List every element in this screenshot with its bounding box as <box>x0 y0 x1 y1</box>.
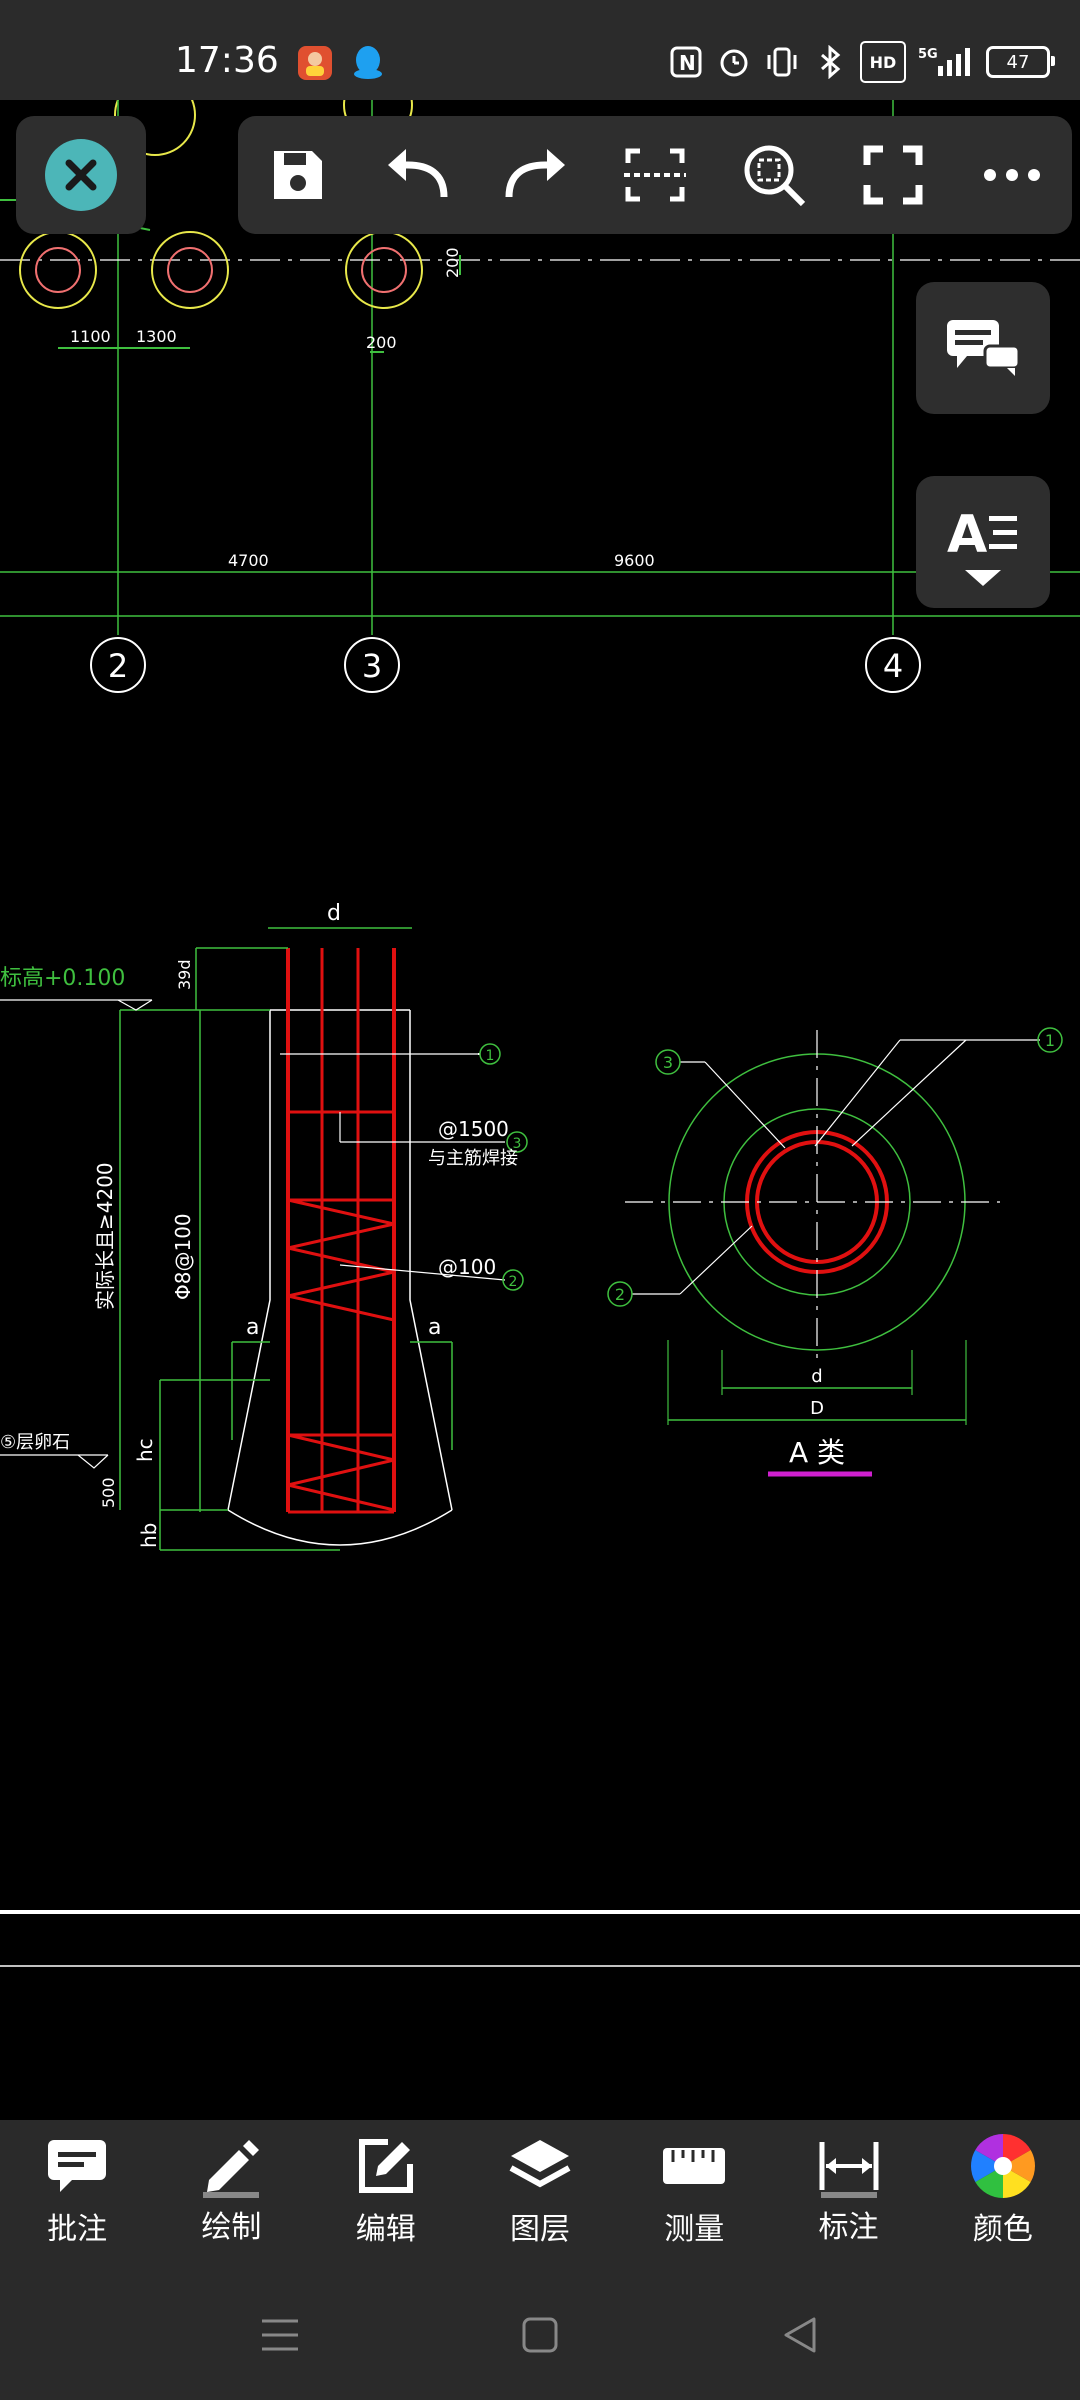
annotation-icon <box>42 2136 112 2196</box>
hd-badge: HD <box>860 41 906 83</box>
pile-top-d: d <box>327 901 341 926</box>
callout-3: 3 <box>513 1136 522 1152</box>
section-callout-3: 3 <box>663 1053 673 1072</box>
more-icon[interactable] <box>972 135 1052 215</box>
bottom-toolbar: 批注 绘制 编辑 图层 测量 标注 <box>0 2120 1080 2270</box>
measure-tool[interactable]: 测量 <box>624 2120 764 2248</box>
layers-tool[interactable]: 图层 <box>470 2120 610 2248</box>
battery-indicator: 47 <box>986 46 1055 78</box>
edit-icon <box>351 2136 421 2196</box>
redo-icon[interactable] <box>496 135 576 215</box>
dimension-tool[interactable]: 标注 <box>779 2120 919 2246</box>
status-bar: 17:36 N HD 5G 47 <box>0 0 1080 100</box>
color-label: 颜色 <box>972 2212 1033 2247</box>
dim-500: 500 <box>99 1477 118 1508</box>
dim-200-a: 200 <box>366 333 397 352</box>
dimension-label: 标注 <box>818 2210 879 2245</box>
ruler-icon <box>659 2136 729 2196</box>
spacing-1500: @1500 <box>438 1117 509 1141</box>
alarm-icon <box>716 44 752 80</box>
system-nav-bar <box>0 2270 1080 2400</box>
nfc-icon: N <box>668 44 704 80</box>
section-callout-2: 2 <box>615 1285 625 1304</box>
section-callout-1: 1 <box>1045 1031 1055 1050</box>
svg-text:A: A <box>947 505 987 565</box>
edit-label: 编辑 <box>355 2212 416 2247</box>
dim-1100: 1100 <box>70 327 111 346</box>
fullscreen-icon[interactable] <box>853 135 933 215</box>
undo-icon[interactable] <box>377 135 457 215</box>
dimension-underline <box>820 2192 877 2198</box>
bluetooth-icon <box>812 44 848 80</box>
callout-2: 2 <box>509 1274 518 1290</box>
layers-label: 图层 <box>509 2212 570 2247</box>
axis-label-4: 4 <box>883 647 903 685</box>
svg-text:5G: 5G <box>918 47 938 62</box>
draw-underline <box>203 2192 260 2198</box>
axis-label-3: 3 <box>362 647 382 685</box>
status-time: 17:36 <box>175 40 279 81</box>
dim-hb: hb <box>137 1523 161 1548</box>
dim-hc: hc <box>133 1438 157 1462</box>
vibrate-icon <box>764 44 800 80</box>
comment-button[interactable] <box>916 282 1050 414</box>
dimension-icon <box>814 2136 884 2196</box>
weld-note: 与主筋焊接 <box>428 1148 518 1169</box>
callout-1: 1 <box>486 1048 495 1064</box>
zoom-fit-icon[interactable] <box>734 135 814 215</box>
draw-label: 绘制 <box>201 2210 262 2245</box>
app-notification-icon <box>296 44 334 86</box>
close-icon[interactable] <box>45 139 117 211</box>
text-style-icon: A <box>947 505 1017 586</box>
edit-tool[interactable]: 编辑 <box>316 2120 456 2248</box>
home-icon[interactable] <box>510 2305 570 2365</box>
dim-1300: 1300 <box>136 327 177 346</box>
close-button[interactable] <box>16 116 146 234</box>
section-dim-D: D <box>810 1398 824 1419</box>
crop-icon[interactable] <box>615 135 695 215</box>
elevation-label: 标高+0.100 <box>0 966 125 991</box>
comment-icon <box>947 320 1021 376</box>
dim-9600: 9600 <box>614 551 655 570</box>
status-icons: N HD 5G 47 <box>668 41 1055 83</box>
annotation-tool[interactable]: 批注 <box>7 2120 147 2248</box>
back-icon[interactable] <box>770 2305 830 2365</box>
draw-tool[interactable]: 绘制 <box>161 2120 301 2246</box>
signal-icon: 5G <box>918 44 974 80</box>
dim-length: 实际长且≥4200 <box>93 1162 117 1310</box>
measure-label: 测量 <box>664 2212 725 2247</box>
annotation-label: 批注 <box>47 2212 108 2247</box>
spacing-100: @100 <box>438 1255 496 1279</box>
qq-icon <box>350 44 386 86</box>
menu-icon[interactable] <box>250 2305 310 2365</box>
layer-label: ⑤层卵石 <box>0 1432 70 1453</box>
layers-icon <box>505 2136 575 2196</box>
section-title: A 类 <box>789 1436 845 1469</box>
dim-a-right: a <box>428 1315 441 1340</box>
pencil-icon <box>196 2136 266 2196</box>
cad-drawing-canvas[interactable]: 1100 1300 200 200 4700 9600 2 3 4 <box>0 100 1080 2120</box>
color-tool[interactable]: 颜色 <box>933 2120 1073 2248</box>
dim-stirrup: Φ8@100 <box>171 1213 195 1300</box>
svg-text:N: N <box>679 51 696 75</box>
dim-4700: 4700 <box>228 551 269 570</box>
text-style-button[interactable]: A <box>916 476 1050 608</box>
cad-drawing[interactable]: 1100 1300 200 200 4700 9600 2 3 4 <box>0 100 1080 2120</box>
color-wheel-icon <box>968 2134 1038 2198</box>
dim-a-left: a <box>246 1315 259 1340</box>
section-dim-d: d <box>811 1366 822 1387</box>
save-icon[interactable] <box>258 135 338 215</box>
dim-39d: 39d <box>175 959 194 990</box>
dim-200-b: 200 <box>443 247 462 278</box>
top-toolbar <box>238 116 1072 234</box>
axis-label-2: 2 <box>108 647 128 685</box>
